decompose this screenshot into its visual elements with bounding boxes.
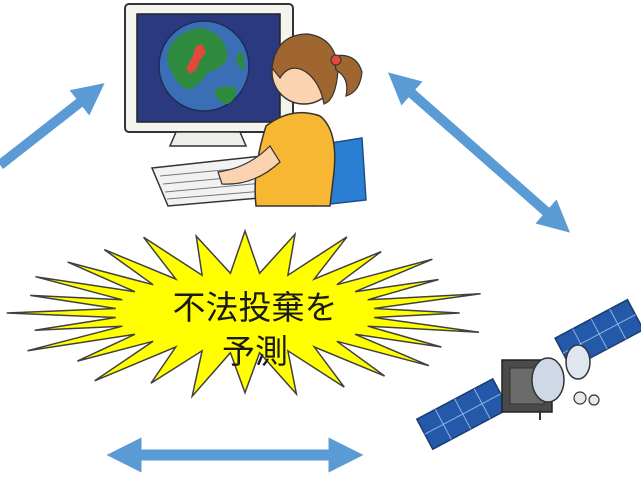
arrow-left-upward (0, 83, 105, 169)
arrow-computer-satellite (387, 72, 571, 233)
person-at-computer-icon (124, 3, 367, 207)
satellite-icon (415, 298, 641, 451)
center-label: 不法投棄を 予測 (150, 286, 360, 374)
center-label-line2: 予測 (222, 332, 288, 371)
center-label-line1: 不法投棄を (172, 288, 338, 327)
prediction-burst (6, 228, 481, 399)
